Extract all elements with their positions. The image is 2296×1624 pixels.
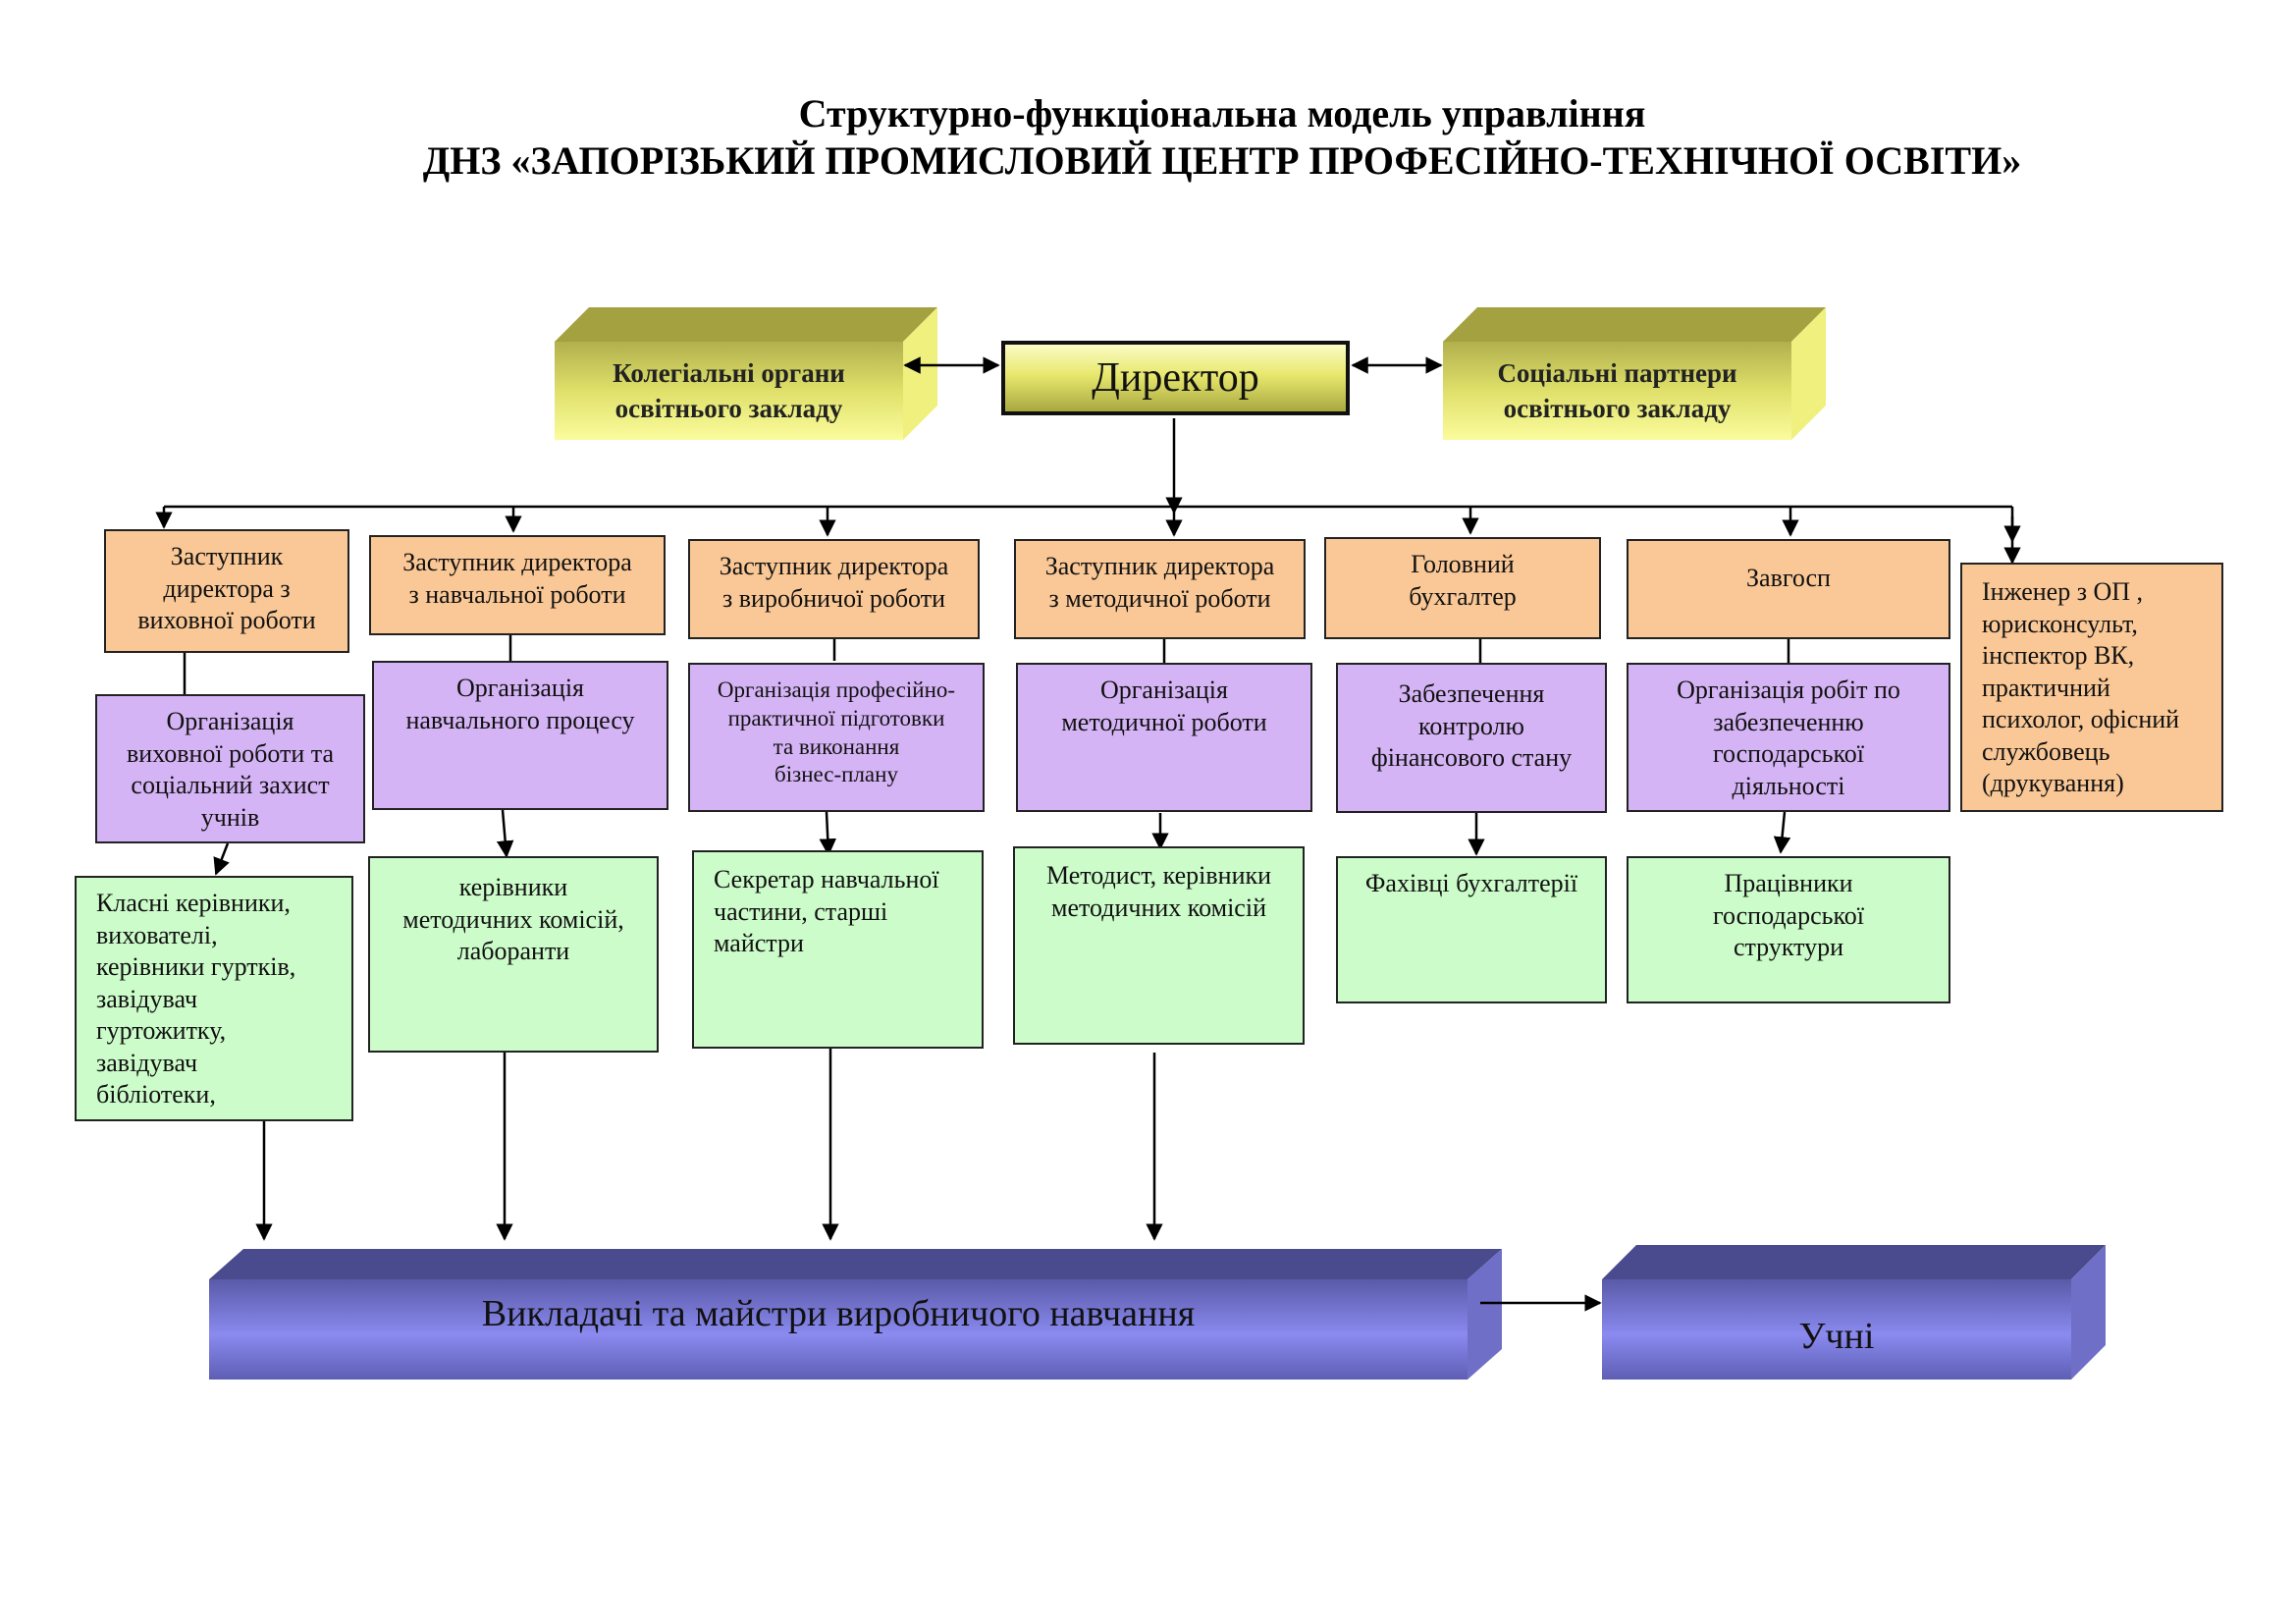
deputy-label: Заступник директора з навчальної роботи: [402, 548, 632, 609]
function-label: Організація виховної роботи та соціальни…: [127, 707, 334, 832]
function-label: Організація професійно- практичної підго…: [717, 677, 956, 787]
supply-manager-box: Завгосп: [1627, 539, 1950, 639]
function-label: Організація методичної роботи: [1061, 676, 1267, 736]
diagram-title-line1: Структурно-функціональна модель управлін…: [798, 91, 1646, 135]
diagram-title-line2: ДНЗ «ЗАПОРІЗЬКИЙ ПРОМИСЛОВИЙ ЦЕНТР ПРОФЕ…: [422, 138, 2022, 183]
function-label: Організація навчального процесу: [405, 674, 635, 734]
deputy-label: Головний бухгалтер: [1409, 550, 1517, 611]
engineer-staff-box: Інженер з ОП , юрисконсульт, інспектор В…: [1960, 563, 2223, 812]
staff-box-class-teachers: Класні керівники, вихователі, керівники …: [75, 876, 353, 1121]
staff-label: керівники методичних комісій, лаборанти: [402, 873, 624, 965]
function-box-practical: Організація професійно- практичної підго…: [688, 663, 985, 812]
function-box-learning: Організація навчального процесу: [372, 661, 668, 810]
deputy-box-academic: Заступник директора з навчальної роботи: [369, 535, 666, 635]
function-box-education: Організація виховної роботи та соціальни…: [95, 694, 365, 843]
teachers-prism: [209, 1249, 1502, 1380]
staff-box-economic-workers: Працівники господарської структури: [1627, 856, 1950, 1003]
deputy-label: Заступник директора з виробничої роботи: [719, 552, 949, 613]
director-box: Директор: [1001, 341, 1350, 415]
social-partners-text: Соціальні партнери освітнього закладу: [1497, 357, 1737, 423]
staff-label: Фахівці бухгалтерії: [1364, 869, 1578, 897]
students-label: Учні: [1602, 1279, 2071, 1380]
function-label: Організація робіт по забезпеченню господ…: [1677, 676, 1900, 800]
function-box-finance: Забезпечення контролю фінансового стану: [1336, 663, 1607, 813]
function-box-economic: Організація робіт по забезпеченню господ…: [1627, 663, 1950, 812]
staff-box-methodist: Методист, керівники методичних комісій: [1013, 846, 1305, 1045]
students-text: Учні: [1798, 1316, 1875, 1357]
director-label: Директор: [1092, 355, 1259, 401]
deputy-label: Завгосп: [1746, 564, 1831, 592]
deputy-box-educational: Заступник директора з виховної роботи: [104, 529, 349, 653]
deputy-box-production: Заступник директора з виробничої роботи: [688, 539, 980, 639]
staff-box-commission-heads: керівники методичних комісій, лаборанти: [368, 856, 659, 1053]
function-box-methodical: Організація методичної роботи: [1016, 663, 1312, 812]
deputy-label: Заступник директора з виховної роботи: [137, 542, 316, 634]
teachers-label: Викладачі та майстри виробничого навчанн…: [209, 1279, 1468, 1348]
staff-box-secretary: Секретар навчальної частини, старші майс…: [692, 850, 984, 1049]
social-partners-label: Соціальні партнери освітнього закладу: [1443, 342, 1791, 440]
deputy-label: Заступник директора з методичної роботи: [1044, 552, 1275, 613]
function-label: Забезпечення контролю фінансового стану: [1370, 679, 1573, 772]
teachers-text: Викладачі та майстри виробничого навчанн…: [481, 1293, 1196, 1334]
staff-label: Класні керівники, вихователі, керівники …: [96, 889, 296, 1109]
chief-accountant-box: Головний бухгалтер: [1324, 537, 1601, 639]
staff-box-accountants: Фахівці бухгалтерії: [1336, 856, 1607, 1003]
collegial-bodies-text: Колегіальні органи освітнього закладу: [613, 357, 845, 423]
staff-label: Працівники господарської структури: [1712, 869, 1865, 961]
social-partners-prism: [1443, 307, 1826, 440]
deputy-label: Інженер з ОП , юрисконсульт, інспектор В…: [1982, 577, 2180, 797]
staff-label: Методист, керівники методичних комісій: [1045, 861, 1272, 922]
staff-label: Секретар навчальної частини, старші майс…: [714, 865, 939, 957]
collegial-bodies-prism: [555, 307, 937, 440]
deputy-box-methodical: Заступник директора з методичної роботи: [1014, 539, 1306, 639]
students-prism: [1602, 1245, 2106, 1380]
collegial-bodies-label: Колегіальні органи освітнього закладу: [555, 342, 903, 440]
